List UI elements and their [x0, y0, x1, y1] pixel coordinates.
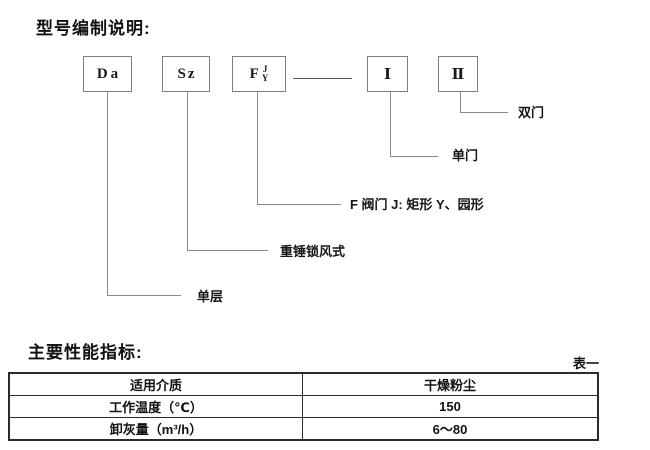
model-code-box-one: Ⅰ — [367, 56, 408, 92]
separator-dash-line — [293, 78, 352, 79]
table-cell-discharge-value: 6～80 — [302, 417, 599, 441]
connector-line-two — [460, 92, 508, 113]
model-code-box-sz: Sz — [162, 56, 210, 92]
model-code-box-f-variants: J Y — [262, 65, 269, 83]
model-code-box-two-label: Ⅱ — [451, 66, 465, 83]
model-code-section-title: 型号编制说明: — [36, 19, 151, 38]
table-number-tag: 表一 — [572, 356, 599, 371]
model-code-box-da: Da — [83, 56, 132, 92]
table-cell-temperature-value: 150 — [302, 395, 599, 418]
table-row: 卸灰量（m³/h） 6～80 — [8, 417, 599, 441]
table-row: 适用介质 干燥粉尘 — [8, 372, 599, 396]
table-cell-medium-value: 干燥粉尘 — [302, 372, 599, 396]
model-code-box-f-sup: J — [262, 64, 268, 74]
branch-label-single-layer: 单层 — [197, 289, 224, 304]
performance-table: 适用介质 干燥粉尘 工作温度（℃） 150 卸灰量（m³/h） 6～80 — [8, 372, 599, 441]
model-code-box-one-label: Ⅰ — [383, 66, 392, 83]
branch-label-valve-shape: F 阀门 J: 矩形 Y、园形 — [350, 197, 484, 212]
performance-section-title: 主要性能指标: — [28, 343, 143, 362]
connector-line-one — [390, 92, 438, 157]
branch-label-single-door: 单门 — [452, 148, 479, 163]
model-code-box-f-sub: Y — [261, 73, 269, 83]
table-cell-medium-label: 适用介质 — [8, 372, 303, 396]
connector-line-da — [107, 92, 181, 296]
model-code-box-da-label: Da — [96, 65, 122, 82]
connector-line-sz — [187, 92, 268, 251]
branch-label-hammer-airlock: 重锤锁风式 — [280, 244, 346, 259]
branch-label-double-door: 双门 — [518, 105, 545, 120]
model-code-box-sz-label: Sz — [177, 65, 197, 82]
table-row: 工作温度（℃） 150 — [8, 395, 599, 418]
connector-line-f — [257, 92, 341, 205]
model-code-box-f-label: F — [249, 65, 259, 82]
table-cell-discharge-label: 卸灰量（m³/h） — [8, 417, 303, 441]
table-cell-temperature-label: 工作温度（℃） — [8, 395, 303, 418]
model-code-box-f: F J Y — [232, 56, 286, 92]
model-code-box-two: Ⅱ — [438, 56, 478, 92]
